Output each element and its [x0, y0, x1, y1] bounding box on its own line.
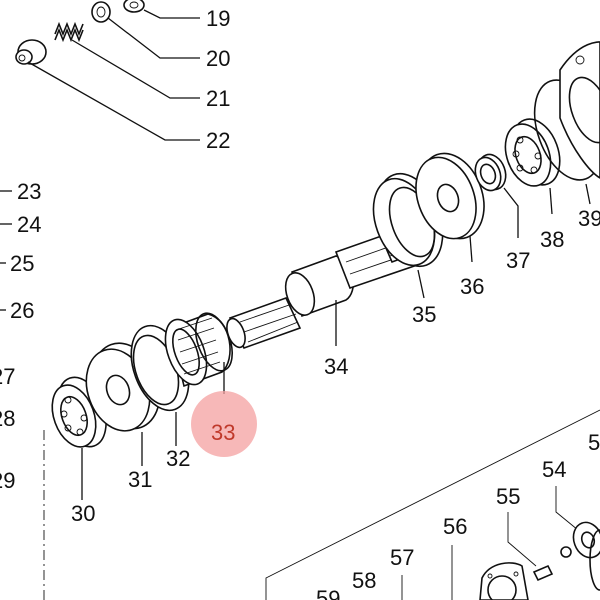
- part-5x-gear: [589, 529, 600, 591]
- label-55: 55: [496, 484, 520, 509]
- label-58: 58: [352, 568, 376, 593]
- part-38-bearing: [504, 118, 561, 187]
- label-23: 23: [17, 179, 41, 204]
- part-36-washer: [415, 152, 485, 240]
- label-38: 38: [540, 227, 564, 252]
- label-28: 28: [0, 406, 15, 431]
- label-54: 54: [542, 457, 566, 482]
- label-33: 33: [211, 420, 235, 445]
- part-21-spring: [54, 21, 84, 43]
- part-37-ring: [474, 153, 507, 192]
- part-55-pin: [532, 546, 572, 582]
- label-35: 35: [412, 302, 436, 327]
- part-54-washer: [572, 521, 600, 559]
- part-22-nut: [15, 39, 47, 65]
- label-31: 31: [128, 467, 152, 492]
- label-21: 21: [206, 86, 230, 111]
- label-29: 29: [0, 468, 15, 493]
- label-59: 59: [316, 586, 340, 600]
- part-56-housing: [479, 562, 529, 600]
- label-25: 25: [10, 251, 34, 276]
- part-30-bearing: [51, 376, 107, 448]
- part-33-needle-bearing: [164, 312, 234, 388]
- label-57: 57: [390, 545, 414, 570]
- part-20-washer: [91, 1, 111, 23]
- label-34: 34: [324, 354, 348, 379]
- label-37: 37: [506, 248, 530, 273]
- label-26: 26: [10, 298, 34, 323]
- label-24: 24: [17, 212, 41, 237]
- label-56: 56: [443, 514, 467, 539]
- label-19: 19: [206, 6, 230, 31]
- part-19-washer: [123, 0, 145, 13]
- label-39: 39: [578, 206, 600, 231]
- label-5x: 5: [588, 430, 600, 455]
- label-32: 32: [166, 446, 190, 471]
- highlight-marker-33: [191, 391, 257, 457]
- label-36: 36: [460, 274, 484, 299]
- label-27: 27: [0, 364, 15, 389]
- label-30: 30: [71, 501, 95, 526]
- label-22: 22: [206, 128, 230, 153]
- label-20: 20: [206, 46, 230, 71]
